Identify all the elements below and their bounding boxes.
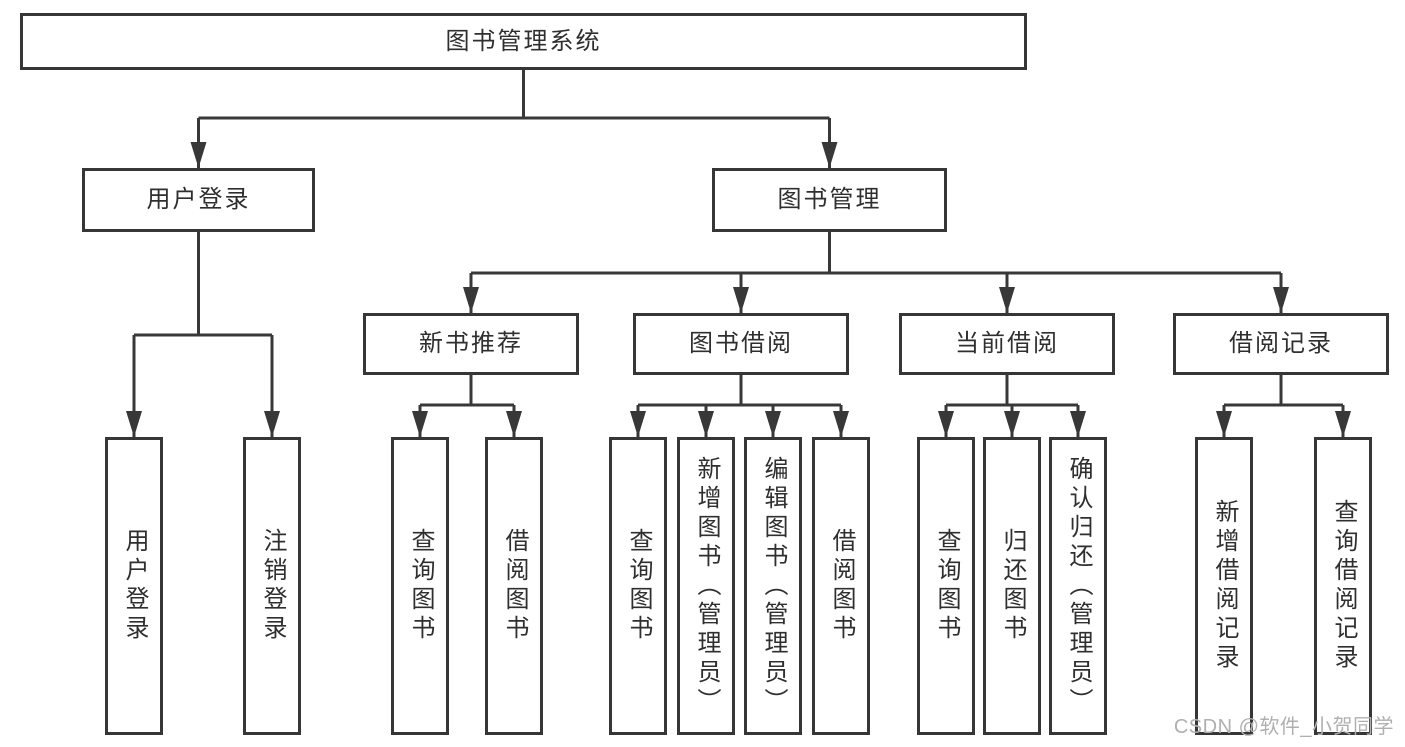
node-label: 新增图书（管理员）: [693, 455, 720, 717]
node-label: 借阅图书: [501, 528, 528, 644]
node-label: 新书推荐: [419, 330, 523, 357]
leaf-query-books-3: 查询图书: [917, 437, 975, 735]
node-label: 图书借阅: [689, 330, 793, 357]
node-label: 确认归还（管理员）: [1065, 455, 1092, 717]
node-label: 查询图书: [933, 528, 960, 644]
node-label: 用户登录: [121, 528, 148, 644]
leaf-confirm-return-admin: 确认归还（管理员）: [1049, 437, 1107, 735]
leaf-borrow-books-1: 借阅图书: [485, 437, 543, 735]
leaf-borrow-books-2: 借阅图书: [812, 437, 870, 735]
node-label: 当前借阅: [955, 330, 1059, 357]
node-label: 归还图书: [999, 528, 1026, 644]
node-current-borrow: 当前借阅: [899, 313, 1115, 375]
node-label: 新增借阅记录: [1211, 499, 1238, 673]
node-label: 查询借阅记录: [1330, 499, 1357, 673]
leaf-add-borrow-record: 新增借阅记录: [1195, 437, 1253, 735]
node-book-borrow: 图书借阅: [633, 313, 849, 375]
node-label: 图书管理系统: [445, 27, 602, 55]
leaf-query-books-2: 查询图书: [609, 437, 667, 735]
leaf-query-books-1: 查询图书: [391, 437, 449, 735]
node-label: 查询图书: [625, 528, 652, 644]
leaf-add-book-admin: 新增图书（管理员）: [677, 437, 735, 735]
node-borrow-records: 借阅记录: [1173, 313, 1389, 375]
node-label: 注销登录: [259, 528, 286, 644]
leaf-edit-book-admin: 编辑图书（管理员）: [744, 437, 802, 735]
node-label: 用户登录: [146, 186, 251, 213]
node-label: 借阅记录: [1229, 330, 1333, 357]
node-root-library-system: 图书管理系统: [20, 13, 1027, 70]
leaf-return-book: 归还图书: [983, 437, 1041, 735]
node-new-book-recommend: 新书推荐: [363, 313, 579, 375]
watermark: CSDN @软件_小贺同学: [1173, 716, 1394, 738]
node-label: 图书管理: [777, 186, 882, 213]
node-label: 查询图书: [407, 528, 434, 644]
node-user-login: 用户登录: [82, 168, 315, 232]
node-book-management: 图书管理: [712, 168, 947, 232]
node-label: 编辑图书（管理员）: [760, 455, 787, 717]
leaf-logout: 注销登录: [243, 437, 301, 735]
node-label: 借阅图书: [828, 528, 855, 644]
leaf-query-borrow-record: 查询借阅记录: [1314, 437, 1372, 735]
leaf-user-login: 用户登录: [105, 437, 163, 735]
